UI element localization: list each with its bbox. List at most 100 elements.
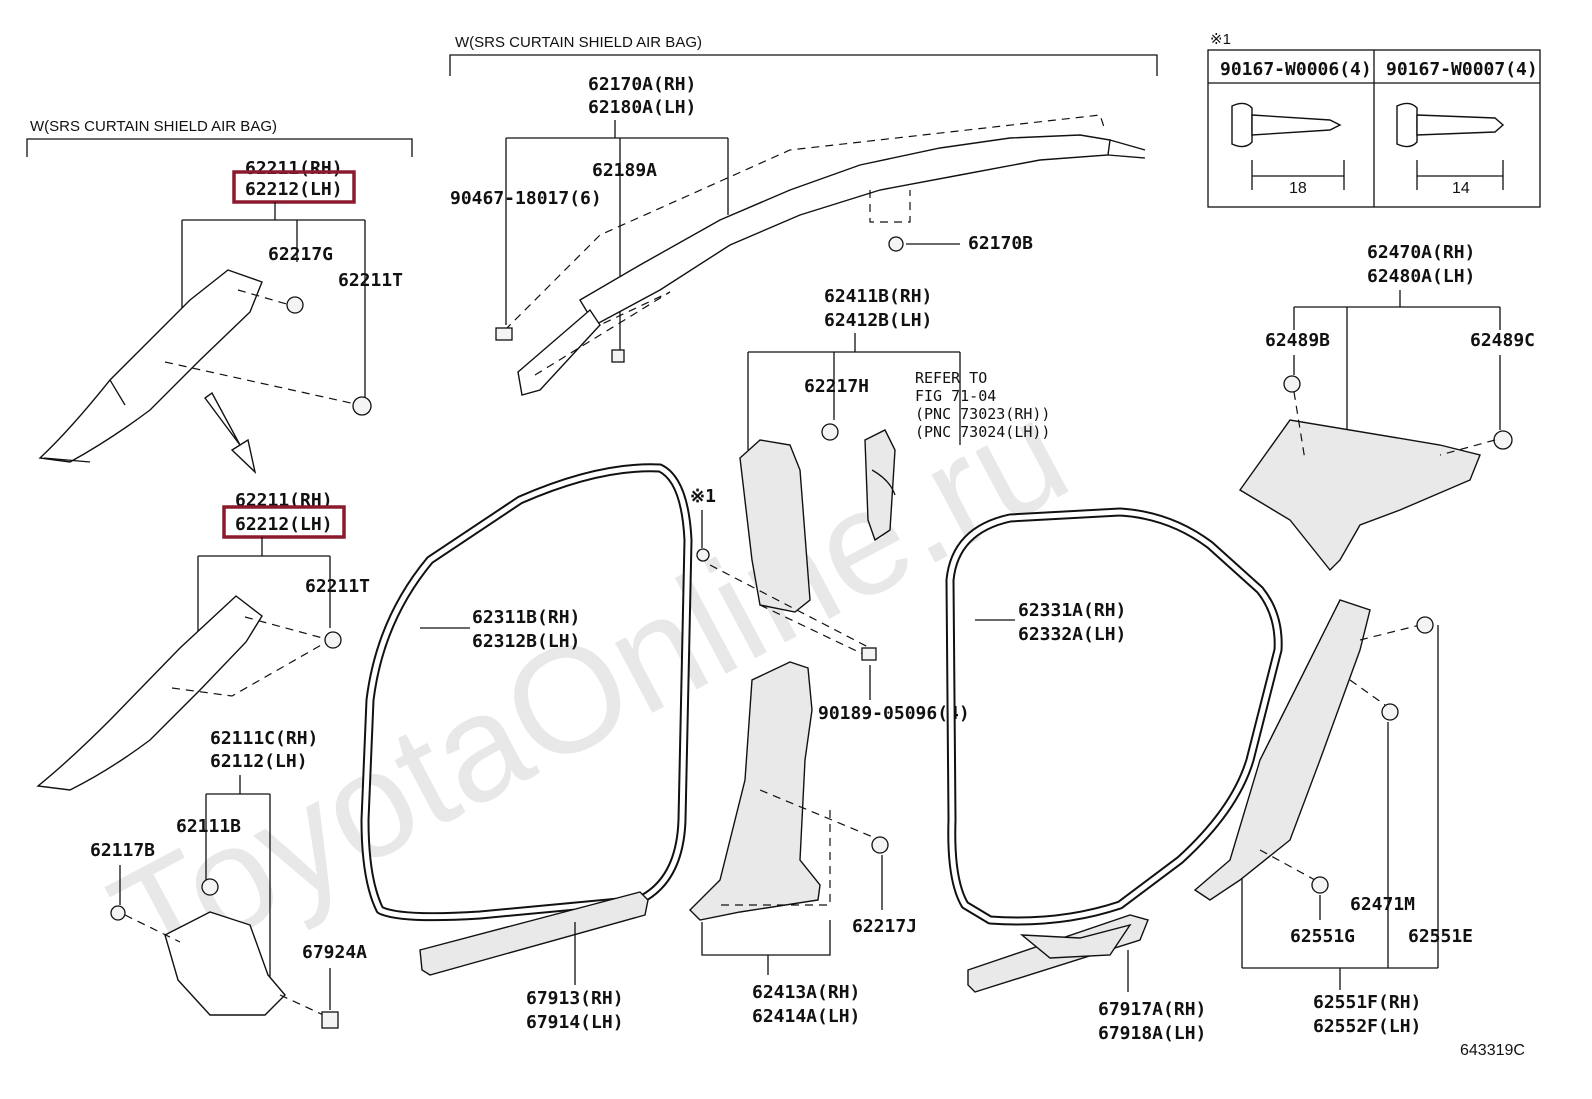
label-62189a[interactable]: 62189A (592, 160, 657, 181)
fastener-col2-length: 14 (1452, 180, 1470, 197)
clip-62551g[interactable] (1311, 876, 1329, 894)
screw-shank-1 (1251, 114, 1342, 136)
clip-62489c[interactable] (1493, 430, 1513, 450)
label-67917a[interactable]: 67917A(RH) (1098, 999, 1206, 1020)
b-pillar-lower-dashed-lines (718, 789, 881, 906)
label-62217j[interactable]: 62217J (852, 916, 917, 937)
clip-62217h[interactable] (821, 423, 839, 441)
rear-scuff-cover[interactable] (1019, 923, 1132, 959)
clip-90467[interactable] (495, 327, 513, 341)
roof-side-inner-garnish[interactable] (1238, 419, 1481, 572)
label-62470a[interactable]: 62470A(RH) (1367, 242, 1475, 263)
seatbelt-adjuster-detail (871, 469, 896, 496)
label-90189[interactable]: 90189-05096(4) (818, 703, 970, 724)
front-scuff-plate[interactable] (419, 891, 649, 976)
b-pillar-dashed-lines (709, 564, 871, 656)
top-section-bracket (449, 54, 1158, 76)
seatbelt-adjuster[interactable] (864, 429, 896, 542)
label-62111b[interactable]: 62111B (176, 816, 241, 837)
label-62312b[interactable]: 62312B(LH) (472, 631, 580, 652)
label-62217h[interactable]: 62217H (804, 376, 869, 397)
label-62211t-b[interactable]: 62211T (305, 576, 370, 597)
label-62413a[interactable]: 62413A(RH) (752, 982, 860, 1003)
leader-62111c (205, 775, 271, 990)
label-62480a[interactable]: 62480A(LH) (1367, 266, 1475, 287)
clip-62471m[interactable] (1381, 703, 1399, 721)
label-67918a[interactable]: 67918A(LH) (1098, 1023, 1206, 1044)
label-62332a[interactable]: 62332A(LH) (1018, 624, 1126, 645)
c-pillar-lower-garnish[interactable] (1193, 599, 1371, 901)
label-90467[interactable]: 90467-18017(6) (450, 188, 602, 209)
refer-note-line4: (PNC 73024(LH)) (915, 423, 1050, 441)
label-62412b[interactable]: 62412B(LH) (824, 310, 932, 331)
label-67913[interactable]: 67913(RH) (526, 988, 624, 1009)
label-62551f[interactable]: 62551F(RH) (1313, 992, 1421, 1013)
cowl-side-trim[interactable] (164, 911, 286, 1016)
leader-62170a (505, 120, 729, 350)
refer-note-line2: FIG 71-04 (915, 387, 996, 405)
leader-62211-a (181, 202, 366, 400)
label-62551e[interactable]: 62551E (1408, 926, 1473, 947)
clip-90189[interactable] (861, 647, 877, 661)
clip-62551e[interactable] (1416, 616, 1434, 634)
airbag-front-bracket[interactable] (517, 308, 601, 396)
clip-62217j[interactable] (871, 836, 889, 854)
clip-62217g[interactable] (286, 296, 304, 314)
label-62552f[interactable]: 62552F(LH) (1313, 1016, 1421, 1037)
b-pillar-upper-garnish[interactable] (739, 439, 811, 613)
label-62112[interactable]: 62112(LH) (210, 751, 308, 772)
label-62180a[interactable]: 62180A(LH) (588, 97, 696, 118)
label-62211t-a[interactable]: 62211T (338, 270, 403, 291)
label-62212-lh-a[interactable]: 62212(LH) (245, 179, 343, 200)
screw-shank-2 (1416, 114, 1505, 136)
leader-62411b (747, 333, 961, 450)
bolt-62170b[interactable] (888, 236, 904, 252)
label-67914[interactable]: 67914(LH) (526, 1012, 624, 1033)
curtain-airbag[interactable] (579, 134, 1111, 326)
label-62471m[interactable]: 62471M (1350, 894, 1415, 915)
clip-62189a[interactable] (611, 349, 625, 363)
screw-head-2 (1396, 102, 1418, 148)
screw-dim-2 (1416, 160, 1504, 190)
label-67924a[interactable]: 67924A (302, 942, 367, 963)
rear-door-seal-inner (947, 509, 1281, 924)
label-62170a[interactable]: 62170A(RH) (588, 74, 696, 95)
label-62331a[interactable]: 62331A(RH) (1018, 600, 1126, 621)
leader-62551 (1241, 625, 1439, 990)
label-62170b[interactable]: 62170B (968, 233, 1033, 254)
airbag-tube (1107, 139, 1146, 159)
label-62551g[interactable]: 62551G (1290, 926, 1355, 947)
highlight-box-62212-a (232, 170, 356, 204)
label-62414a[interactable]: 62414A(LH) (752, 1006, 860, 1027)
screw-mark1[interactable] (696, 548, 710, 562)
pillar-garnish-lower[interactable] (36, 595, 263, 791)
label-62211-rh-a[interactable]: 62211(RH) (245, 158, 343, 179)
rear-door-opening-seal[interactable] (945, 507, 1283, 926)
label-62489c[interactable]: 62489C (1470, 330, 1535, 351)
label-62111c[interactable]: 62111C(RH) (210, 728, 318, 749)
clip-62117b[interactable] (110, 905, 126, 921)
label-62411b[interactable]: 62411B(RH) (824, 286, 932, 307)
leader-62470a (1293, 290, 1501, 440)
fastener-col1-part[interactable]: 90167-W0006(4) (1220, 59, 1372, 80)
clip-62211t-b[interactable] (324, 631, 342, 649)
pillar-garnish-upper[interactable] (38, 269, 263, 463)
clip-67924a[interactable] (321, 1011, 339, 1029)
label-mark1: ※1 (690, 486, 716, 507)
b-pillar-lower-garnish[interactable] (689, 661, 821, 921)
label-62117b[interactable]: 62117B (90, 840, 155, 861)
highlight-box-62212-b (222, 505, 346, 539)
label-62212-lh-b[interactable]: 62212(LH) (235, 514, 333, 535)
pillar-garnish-upper-detail (43, 379, 126, 463)
label-62311b[interactable]: 62311B(RH) (472, 607, 580, 628)
label-62217g[interactable]: 62217G (268, 244, 333, 265)
clip-62211t-a[interactable] (352, 396, 372, 416)
refer-note-line3: (PNC 73023(RH)) (915, 405, 1050, 423)
refer-note-line1: REFER TO (915, 369, 987, 387)
fastener-col2-part[interactable]: 90167-W0007(4) (1386, 59, 1538, 80)
fastener-table-grid (1208, 50, 1540, 207)
clip-62111b[interactable] (201, 878, 219, 896)
clip-62489b[interactable] (1283, 375, 1301, 393)
label-62489b[interactable]: 62489B (1265, 330, 1330, 351)
